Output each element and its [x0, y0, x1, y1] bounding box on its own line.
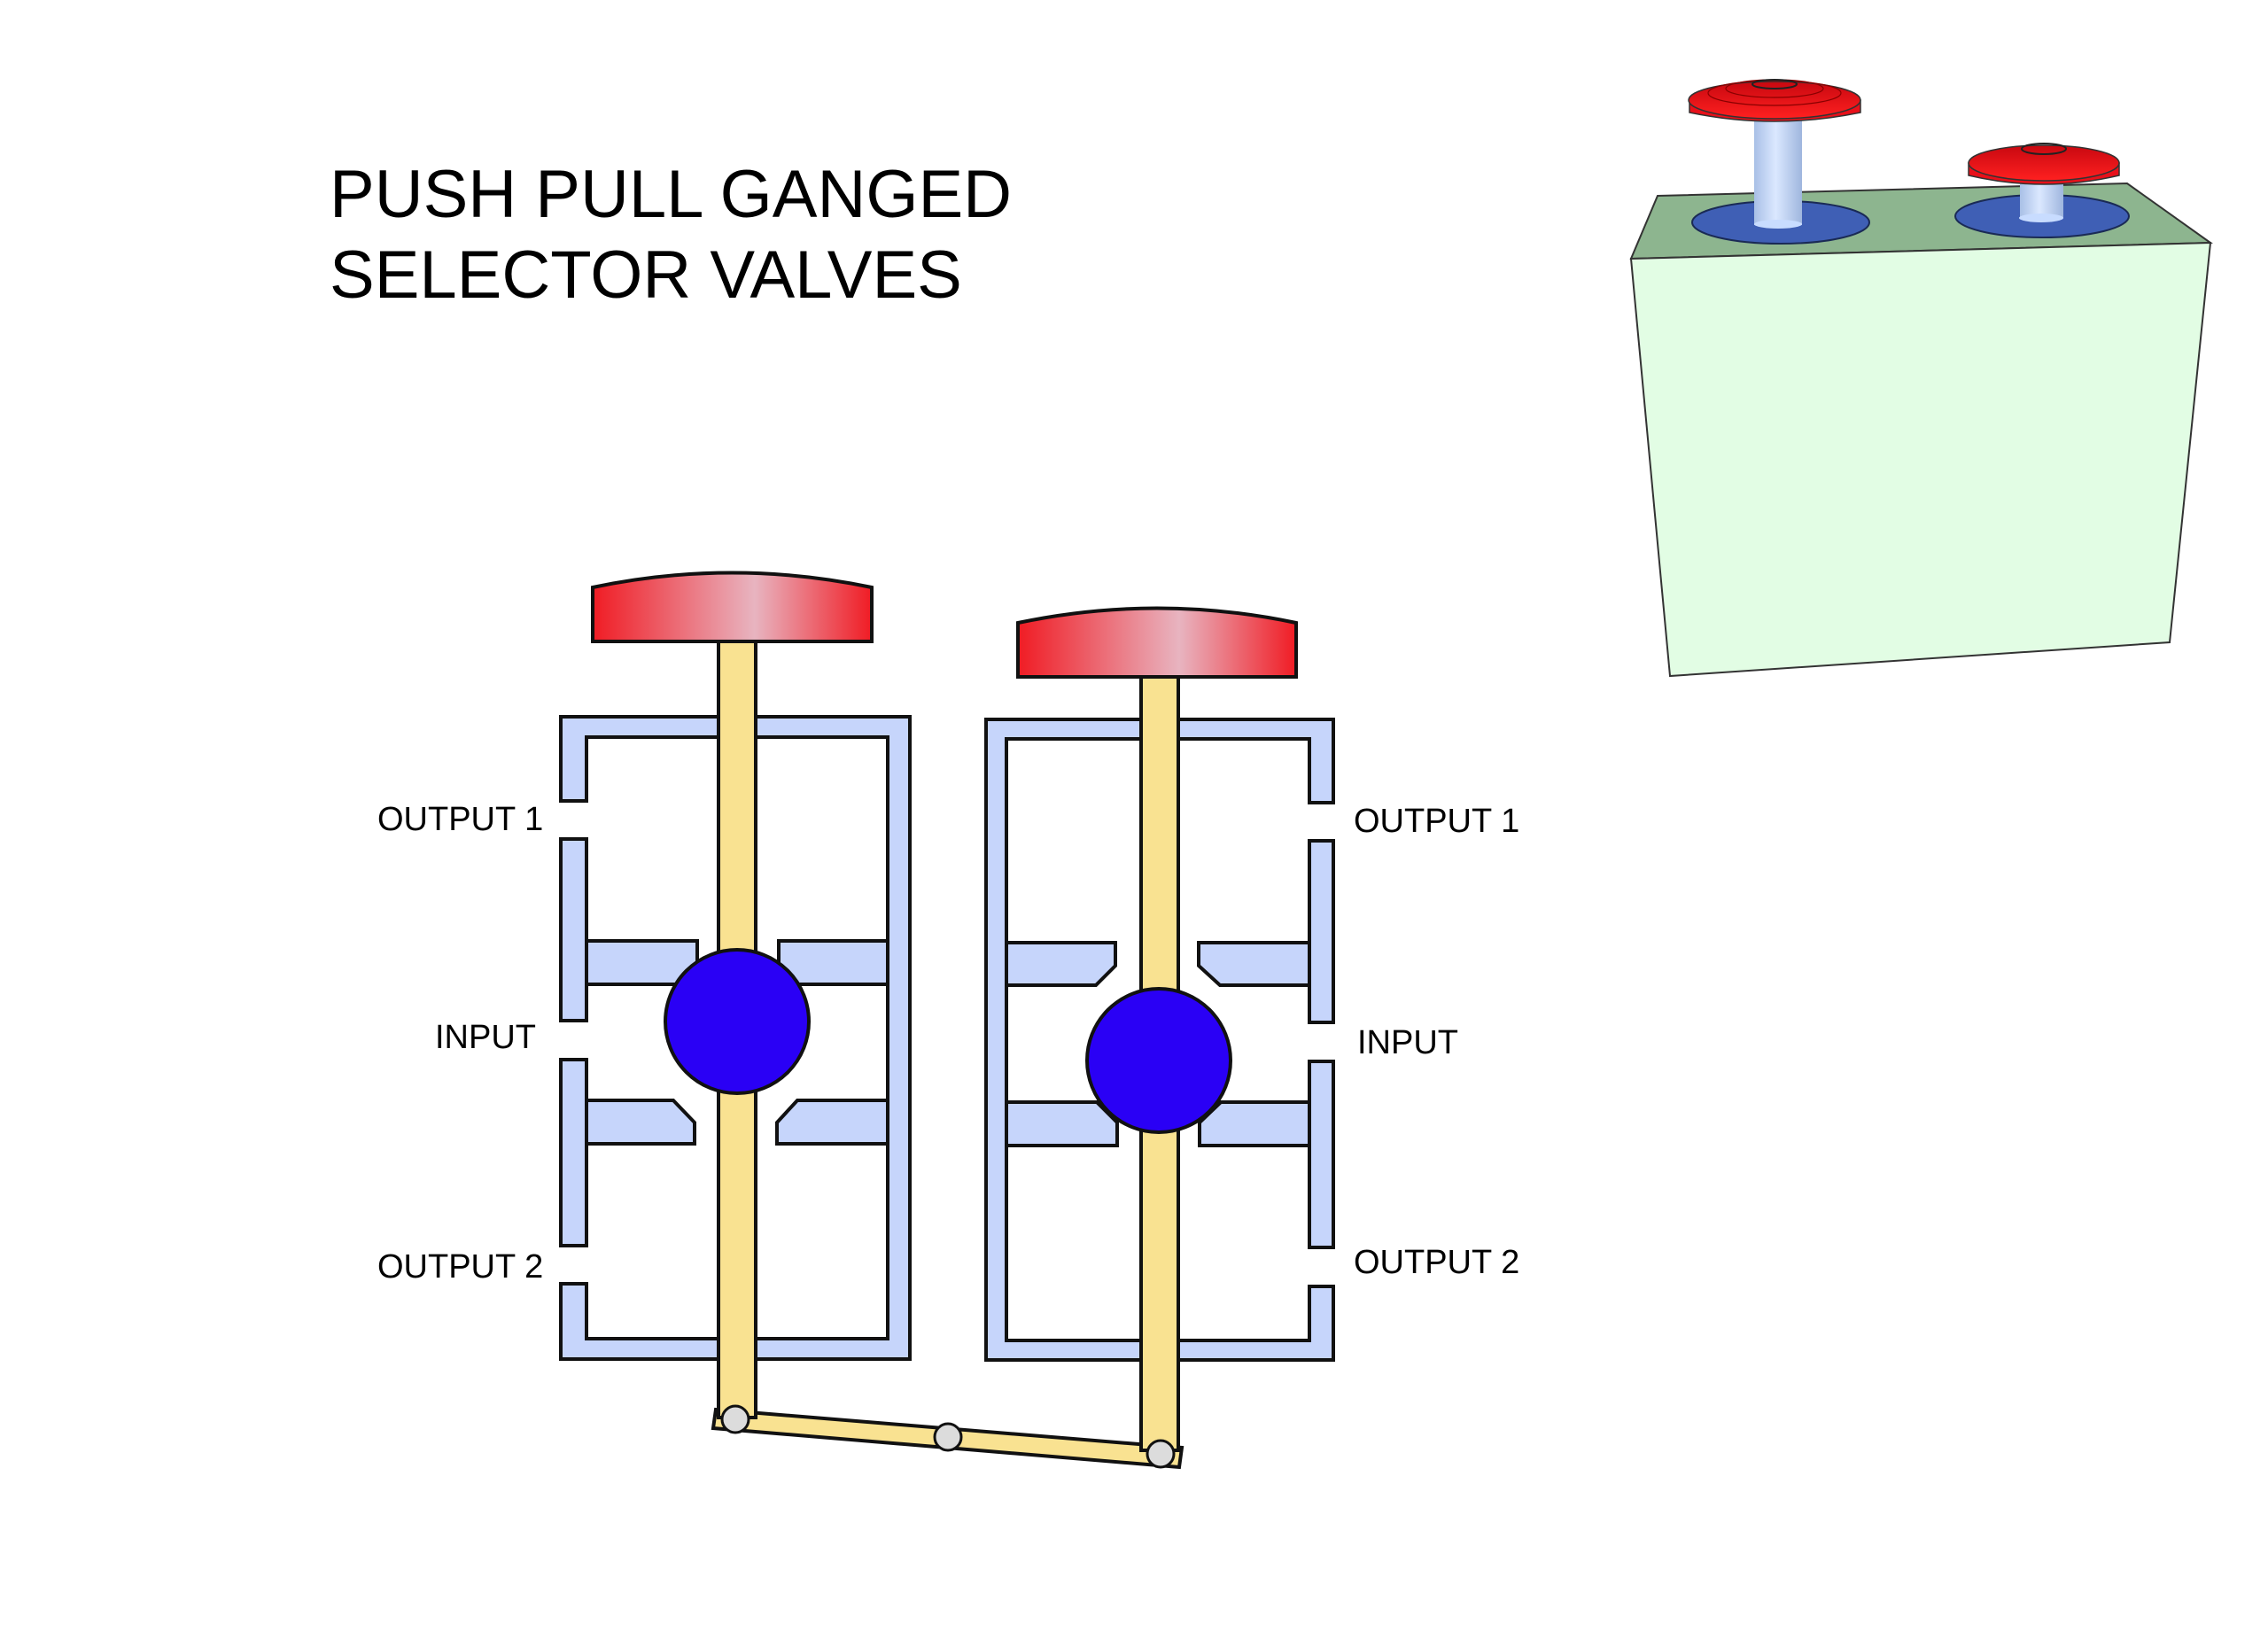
left-housing-main: [559, 715, 912, 1361]
right-housing-seg-lower: [1308, 1060, 1335, 1249]
right-housing-main: [984, 718, 1335, 1362]
right-3d-knob-top: [1968, 144, 2120, 182]
right-3d-knob-center: [2021, 143, 2067, 155]
right-seat-upper-right: [1197, 941, 1311, 987]
left-3d-shaft: [1754, 111, 1802, 225]
pivot-right: [1146, 1439, 1176, 1469]
left-3d-knob-top: [1688, 81, 1861, 120]
left-3d-shaft-base: [1754, 220, 1802, 229]
left-label-output-1: OUTPUT 1: [377, 801, 543, 838]
left-valve: OUTPUT 1 INPUT OUTPUT 2: [377, 571, 912, 1419]
right-seat-upper-left: [1005, 941, 1117, 987]
right-label-output-1: OUTPUT 1: [1354, 803, 1519, 840]
left-label-output-2: OUTPUT 2: [377, 1248, 543, 1286]
right-3d-knob[interactable]: [1968, 143, 2120, 185]
title-line-2: SELECTOR VALVES: [330, 237, 962, 313]
pivot-center[interactable]: [933, 1422, 963, 1452]
left-push-pull-knob[interactable]: [591, 571, 874, 643]
right-seat-lower-left: [1005, 1100, 1119, 1147]
left-valve-ball: [664, 948, 811, 1095]
right-label-input: INPUT: [1357, 1024, 1458, 1061]
right-valve-ball: [1085, 987, 1232, 1134]
right-3d-shaft-base: [2019, 214, 2063, 222]
left-seat-lower-right: [775, 1099, 889, 1146]
left-3d-knob[interactable]: [1688, 79, 1861, 122]
pivot-left: [720, 1404, 750, 1434]
right-seat-lower-right: [1198, 1100, 1311, 1147]
right-push-pull-knob[interactable]: [1016, 606, 1298, 679]
left-label-input: INPUT: [435, 1019, 536, 1056]
right-label-output-2: OUTPUT 2: [1354, 1244, 1519, 1281]
right-valve: OUTPUT 1 INPUT OUTPUT 2: [984, 606, 1519, 1452]
block-front-face: [1629, 241, 2212, 678]
linkage-pivots: [720, 1404, 1176, 1469]
left-housing-seg-upper: [559, 837, 588, 1022]
left-3d-knob-center: [1751, 79, 1798, 89]
valve-block-3d: [1629, 79, 2214, 678]
right-housing-seg-upper: [1308, 839, 1335, 1024]
left-seat-lower-left: [585, 1099, 696, 1146]
left-housing-seg-lower: [559, 1058, 588, 1247]
diagram-title: PUSH PULL GANGED SELECTOR VALVES: [330, 157, 1012, 313]
title-line-1: PUSH PULL GANGED: [330, 157, 1012, 232]
